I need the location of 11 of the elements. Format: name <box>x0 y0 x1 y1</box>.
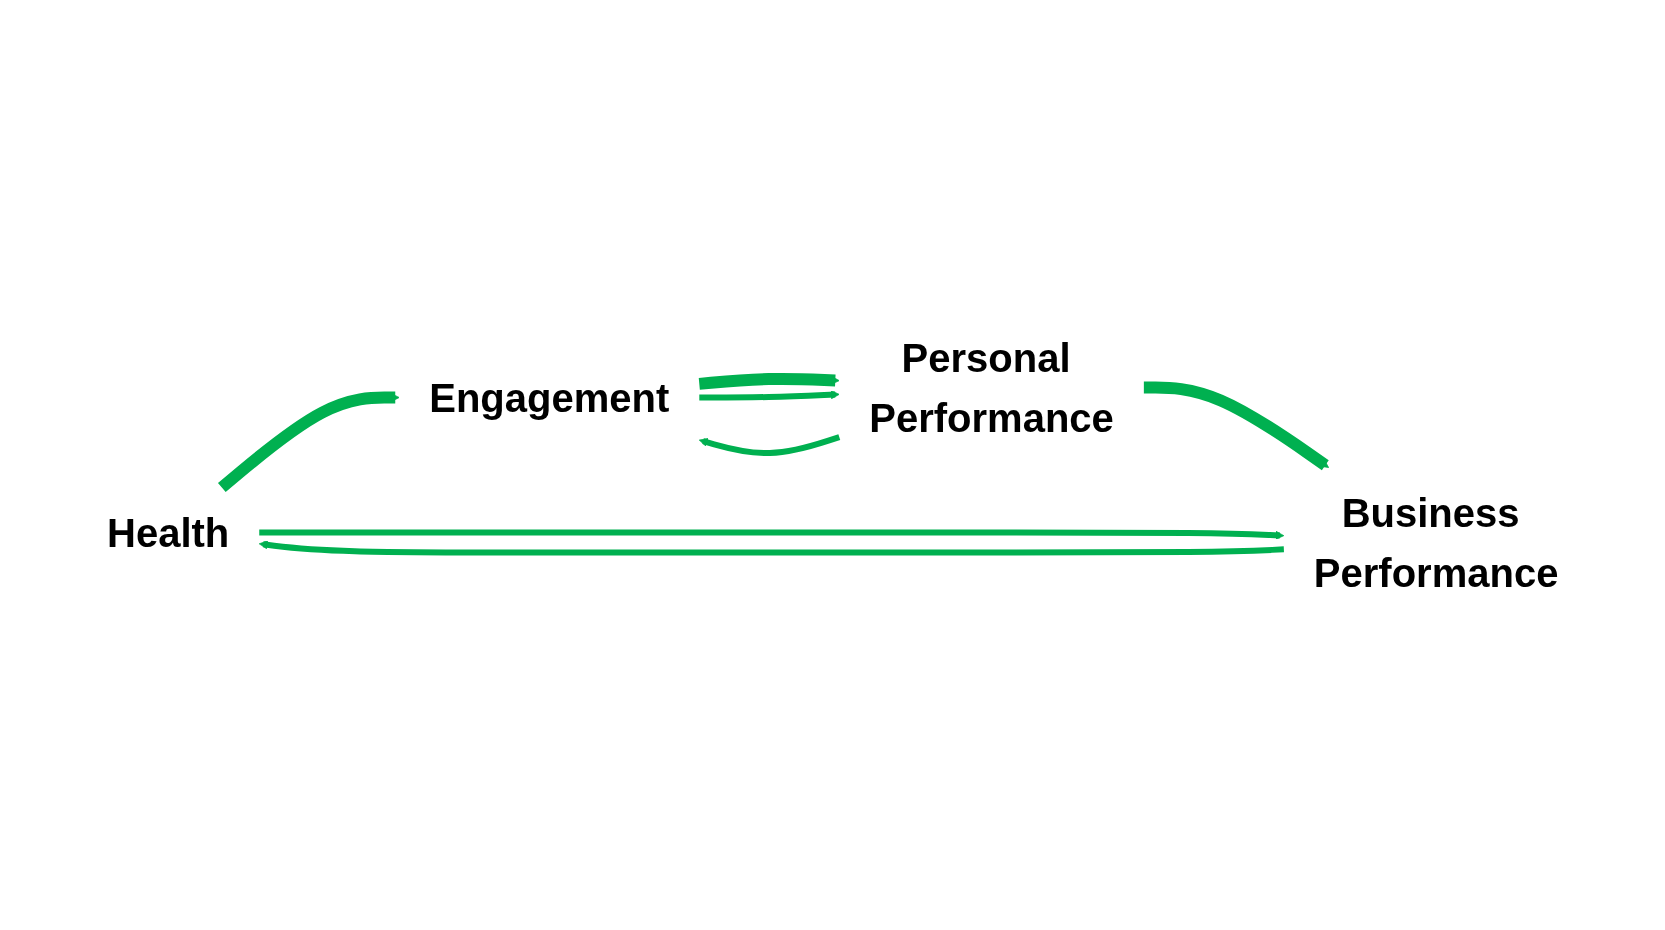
arrow <box>699 390 840 401</box>
arrow <box>698 372 840 390</box>
arrow <box>258 540 1284 556</box>
node-text: Health <box>106 510 230 555</box>
node-text: Personal Performance <box>869 335 1114 440</box>
arrow <box>217 391 400 493</box>
node-text: Engagement <box>429 375 670 420</box>
arrow <box>698 434 841 457</box>
node-text: Business Performance <box>1313 490 1559 595</box>
arrow <box>1143 381 1329 471</box>
arrow <box>259 529 1285 540</box>
